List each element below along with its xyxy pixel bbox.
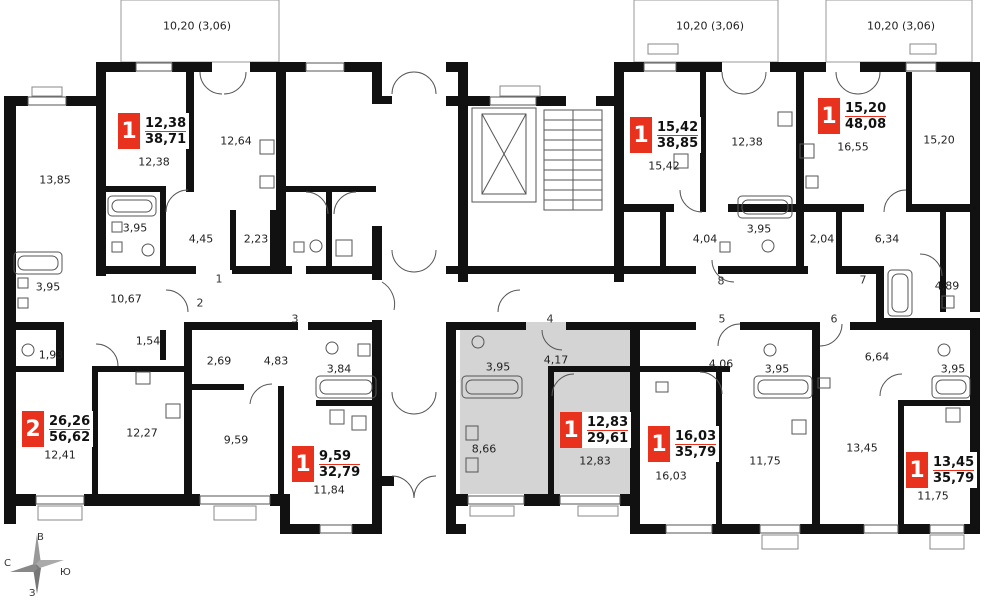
- room-area-label: 3,95: [764, 362, 790, 376]
- total-area: 48,08: [845, 116, 887, 132]
- living-area: 12,83: [587, 414, 629, 431]
- total-area: 29,61: [587, 430, 629, 446]
- room-area-label: 12,83: [579, 454, 611, 468]
- room-count: 1: [906, 452, 928, 488]
- room-area-label: 4,17: [543, 353, 569, 367]
- room-area-label: 3,95: [746, 222, 772, 236]
- room-area-label: 11,75: [917, 489, 949, 503]
- corridor-number: 1: [215, 272, 223, 286]
- room-area-label: 8,66: [471, 442, 497, 456]
- corridor-number: 2: [196, 296, 204, 310]
- room-area-label: 4,06: [708, 357, 734, 371]
- room-area-label: 3,95: [122, 221, 148, 235]
- balcony-area-label: 10,20 (3,06): [162, 19, 232, 33]
- balcony-area-label: 10,20 (3,06): [675, 19, 745, 33]
- room-area-label: 3,95: [940, 362, 966, 376]
- room-area-label: 1,54: [135, 334, 161, 348]
- room-area-label: 12,27: [126, 426, 158, 440]
- doors: [95, 71, 943, 499]
- room-area-label: 3,84: [326, 362, 352, 376]
- compass-south-label: З: [29, 588, 36, 599]
- total-area: 38,85: [657, 135, 699, 151]
- room-area-label: 11,75: [749, 454, 781, 468]
- room-area-label: 10,67: [110, 292, 142, 306]
- room-area-label: 13,45: [846, 441, 878, 455]
- compass-east-label: Ю: [60, 567, 71, 578]
- room-count: 1: [630, 117, 652, 153]
- total-area: 35,79: [675, 444, 717, 460]
- living-area: 16,03: [675, 428, 717, 445]
- room-count: 1: [560, 412, 582, 448]
- room-area-label: 2,69: [206, 354, 232, 368]
- room-area-label: 6,34: [874, 232, 900, 246]
- room-area-label: 16,03: [655, 469, 687, 483]
- fixtures: [13, 111, 971, 473]
- room-area-label: 12,38: [731, 135, 763, 149]
- room-area-label: 4,45: [188, 232, 214, 246]
- room-area-label: 2,23: [243, 232, 269, 246]
- corridor-number: 6: [830, 312, 838, 326]
- highlighted-apartment: [460, 322, 632, 494]
- corridor-number: 7: [859, 273, 867, 287]
- compass-rose-icon: [10, 534, 64, 594]
- living-area: 26,26: [49, 413, 91, 430]
- room-count: 1: [292, 446, 314, 482]
- room-area-label: 4,83: [263, 354, 289, 368]
- stairwell: [471, 107, 603, 211]
- living-area: 12,38: [145, 115, 187, 132]
- living-area: 13,45: [933, 454, 975, 471]
- room-area-label: 15,20: [923, 133, 955, 147]
- living-area: 9,59: [319, 449, 361, 465]
- total-area: 32,79: [319, 464, 361, 480]
- room-count: 1: [818, 98, 840, 134]
- room-count: 2: [22, 411, 44, 447]
- room-area-label: 3,95: [35, 280, 61, 294]
- room-area-label: 12,41: [44, 448, 76, 462]
- living-area: 15,20: [845, 100, 887, 117]
- compass-west-label: С: [4, 558, 11, 569]
- living-area: 15,42: [657, 119, 699, 136]
- room-area-label: 9,59: [223, 433, 249, 447]
- total-area: 38,71: [145, 131, 187, 147]
- room-area-label: 12,64: [220, 134, 252, 148]
- room-area-label: 3,95: [485, 360, 511, 374]
- corridor-number: 4: [546, 312, 554, 326]
- room-area-label: 6,64: [864, 350, 890, 364]
- room-area-label: 13,85: [39, 173, 71, 187]
- room-area-label: 1,93: [38, 348, 64, 362]
- room-area-label: 12,38: [138, 155, 170, 169]
- windows: [27, 62, 965, 534]
- total-area: 35,79: [933, 470, 975, 486]
- corridor-number: 5: [718, 312, 726, 326]
- room-count: 1: [118, 113, 140, 149]
- balconies: [120, 0, 973, 63]
- room-area-label: 11,84: [313, 483, 345, 497]
- room-area-label: 4,89: [934, 279, 960, 293]
- total-area: 56,62: [49, 429, 91, 445]
- room-area-label: 2,04: [809, 232, 835, 246]
- balcony-area-label: 10,20 (3,06): [866, 19, 936, 33]
- corridor-number: 3: [291, 312, 299, 326]
- room-area-label: 4,04: [692, 232, 718, 246]
- room-area-label: 15,42: [648, 159, 680, 173]
- window-sills: [31, 43, 965, 550]
- compass: С В Ю З: [0, 528, 80, 604]
- room-area-label: 16,55: [837, 140, 869, 154]
- room-count: 1: [648, 426, 670, 462]
- compass-north-label: В: [37, 532, 44, 543]
- corridor-number: 8: [717, 274, 725, 288]
